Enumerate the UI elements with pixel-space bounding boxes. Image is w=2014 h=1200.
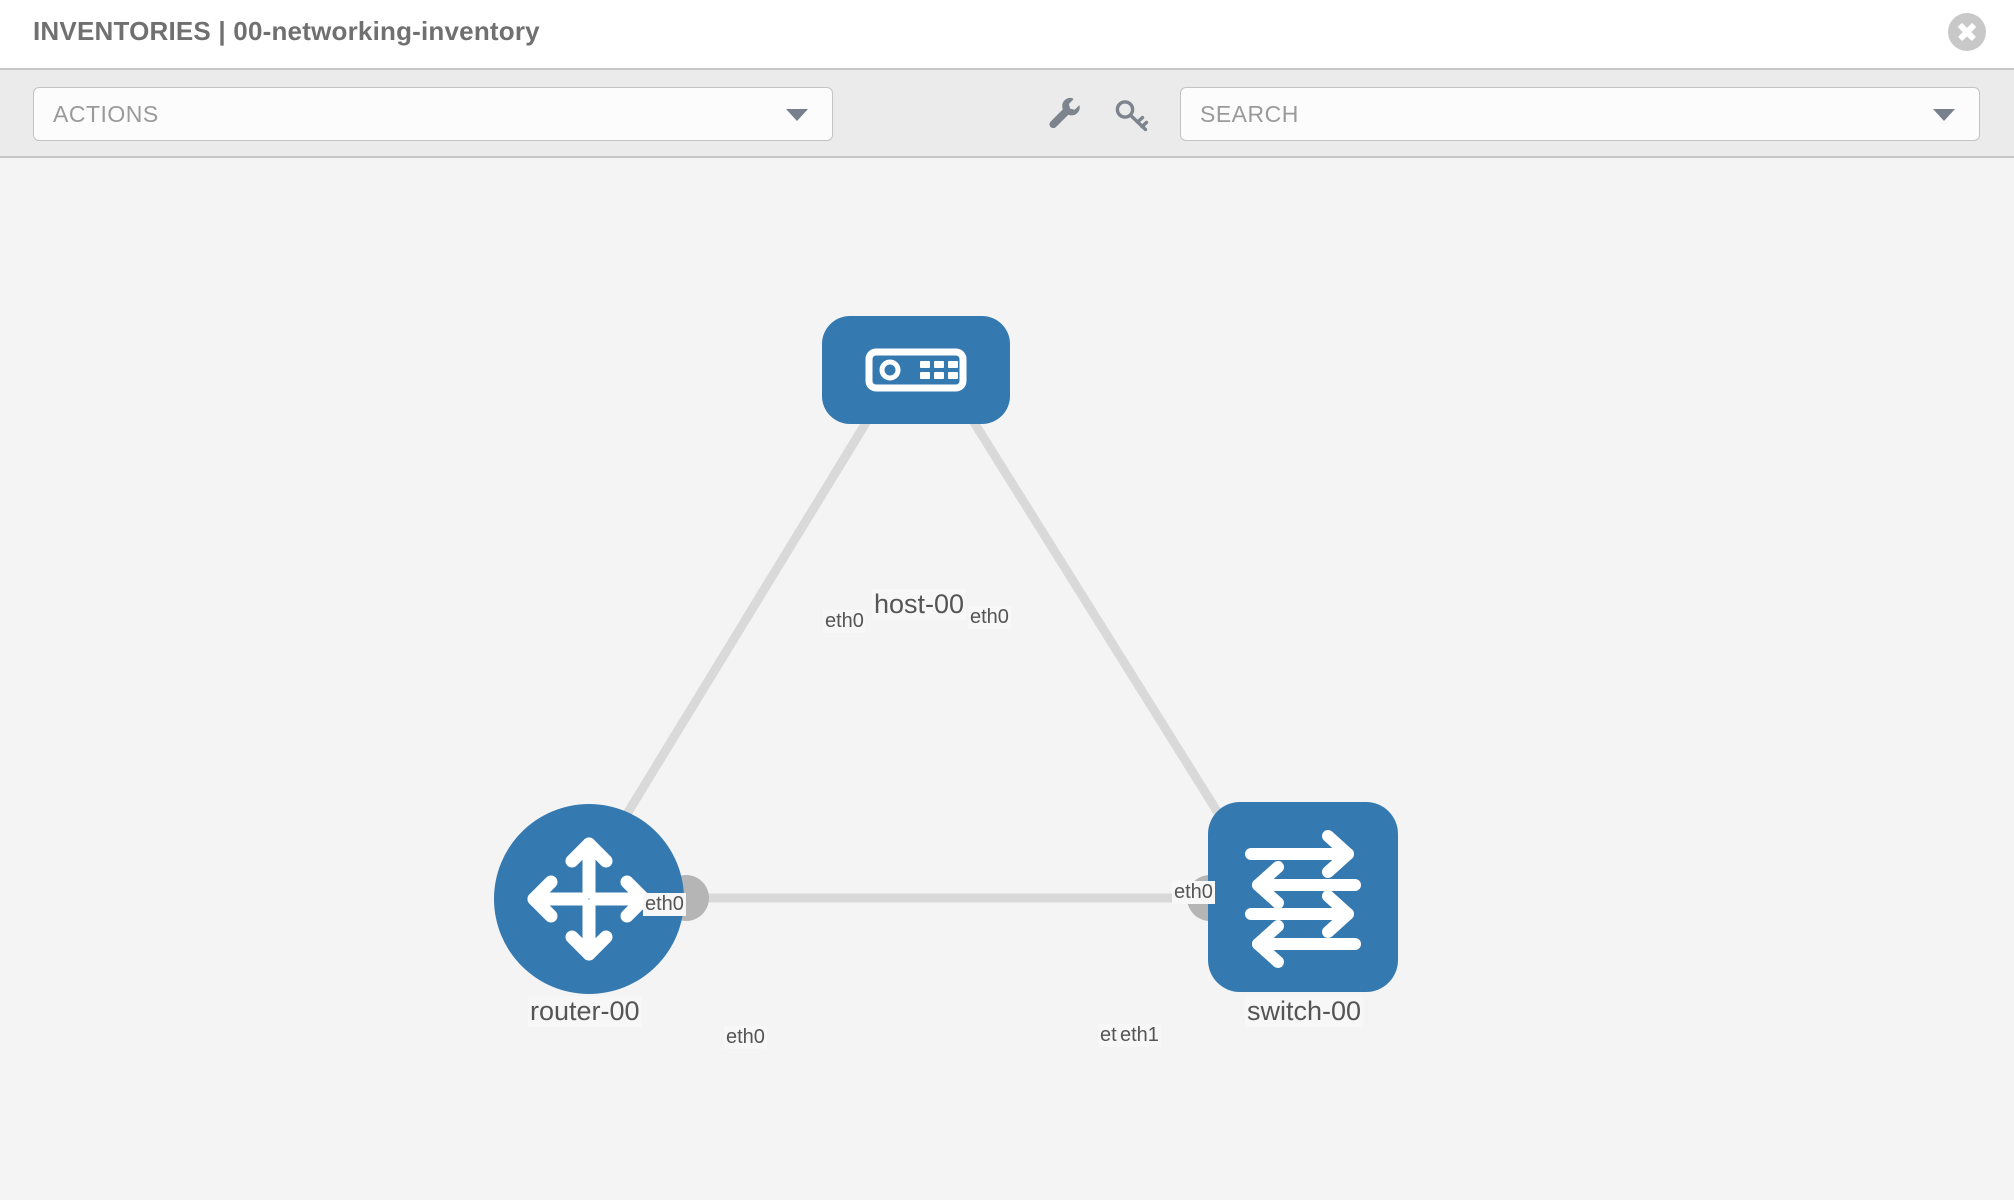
actions-dropdown[interactable]: ACTIONS: [33, 87, 833, 141]
link-connectors: [663, 357, 1255, 921]
iface-label-router-up: eth0: [643, 893, 686, 916]
close-icon[interactable]: [1948, 13, 1986, 51]
iface-label-switch-up: eth0: [1172, 881, 1215, 904]
actions-dropdown-label: ACTIONS: [53, 101, 159, 127]
wrench-icon[interactable]: [1042, 92, 1086, 136]
node-host-00[interactable]: [822, 316, 1010, 424]
node-label-switch-00: switch-00: [1245, 996, 1364, 1027]
iface-label-switch-left: eth1: [1118, 1024, 1161, 1047]
switch-arrows-icon: [1245, 830, 1361, 968]
node-switch-00[interactable]: [1208, 802, 1398, 992]
page-header: INVENTORIES | 00-networking-inventory: [0, 0, 2014, 68]
link-host-switch: [961, 405, 1244, 851]
toolbar: ACTIONS SEARCH: [0, 68, 2014, 158]
node-label-host-00: host-00: [872, 589, 967, 620]
topology-links-layer: [596, 357, 1255, 921]
topology-canvas[interactable]: host-00 eth0 eth0 router-00 et: [0, 158, 2014, 1200]
chevron-down-icon: [786, 109, 808, 121]
iface-label-host-right: eth0: [968, 606, 1011, 629]
page-title: INVENTORIES | 00-networking-inventory: [33, 16, 540, 46]
node-label-router-00: router-00: [528, 996, 642, 1027]
key-icon[interactable]: [1110, 92, 1154, 136]
iface-label-router-right: eth0: [724, 1026, 767, 1049]
chevron-down-icon: [1933, 109, 1955, 121]
search-input[interactable]: SEARCH: [1180, 87, 1980, 141]
iface-label-host-left: eth0: [823, 610, 866, 633]
iface-label-switch-left-partial: etl: [1098, 1024, 1124, 1047]
search-placeholder: SEARCH: [1200, 101, 1299, 127]
router-arrows-icon: [527, 837, 651, 961]
link-lines: [596, 405, 1244, 903]
server-appliance-icon: [865, 348, 967, 392]
link-host-router: [596, 405, 879, 861]
